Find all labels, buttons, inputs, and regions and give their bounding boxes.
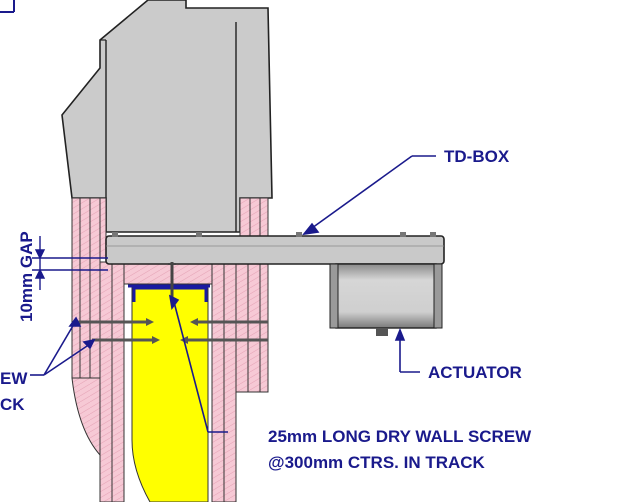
- leader-arrowhead-icon: [168, 294, 180, 310]
- left-leader: [30, 316, 96, 376]
- left-label-line2: CK: [0, 395, 25, 414]
- screw-label-line2: @300mm CTRS. IN TRACK: [268, 453, 486, 472]
- left-label-line1: EW: [0, 369, 28, 388]
- td-box-leader: [302, 155, 436, 236]
- leader-arrowhead-icon: [394, 327, 406, 341]
- track-channel: [132, 286, 208, 302]
- td-box: [105, 235, 445, 265]
- screw-leader: [168, 294, 228, 433]
- wall-screws: [76, 320, 268, 342]
- gap-dimension: [32, 236, 108, 290]
- actuator-leader: [394, 327, 420, 373]
- gap-label: 10mm GAP: [17, 231, 36, 322]
- actuator: [329, 263, 443, 336]
- drywall-screw: [168, 262, 176, 298]
- leader-arrowhead-icon: [302, 222, 320, 236]
- td-box-label: TD-BOX: [444, 147, 510, 166]
- concrete-wall: [61, 0, 273, 233]
- screw-label-line1: 25mm LONG DRY WALL SCREW: [268, 427, 532, 446]
- stud: [131, 283, 209, 502]
- leader-arrowhead-icon: [68, 316, 82, 327]
- leader-arrowhead-icon: [34, 249, 46, 260]
- actuator-label: ACTUATOR: [428, 363, 522, 382]
